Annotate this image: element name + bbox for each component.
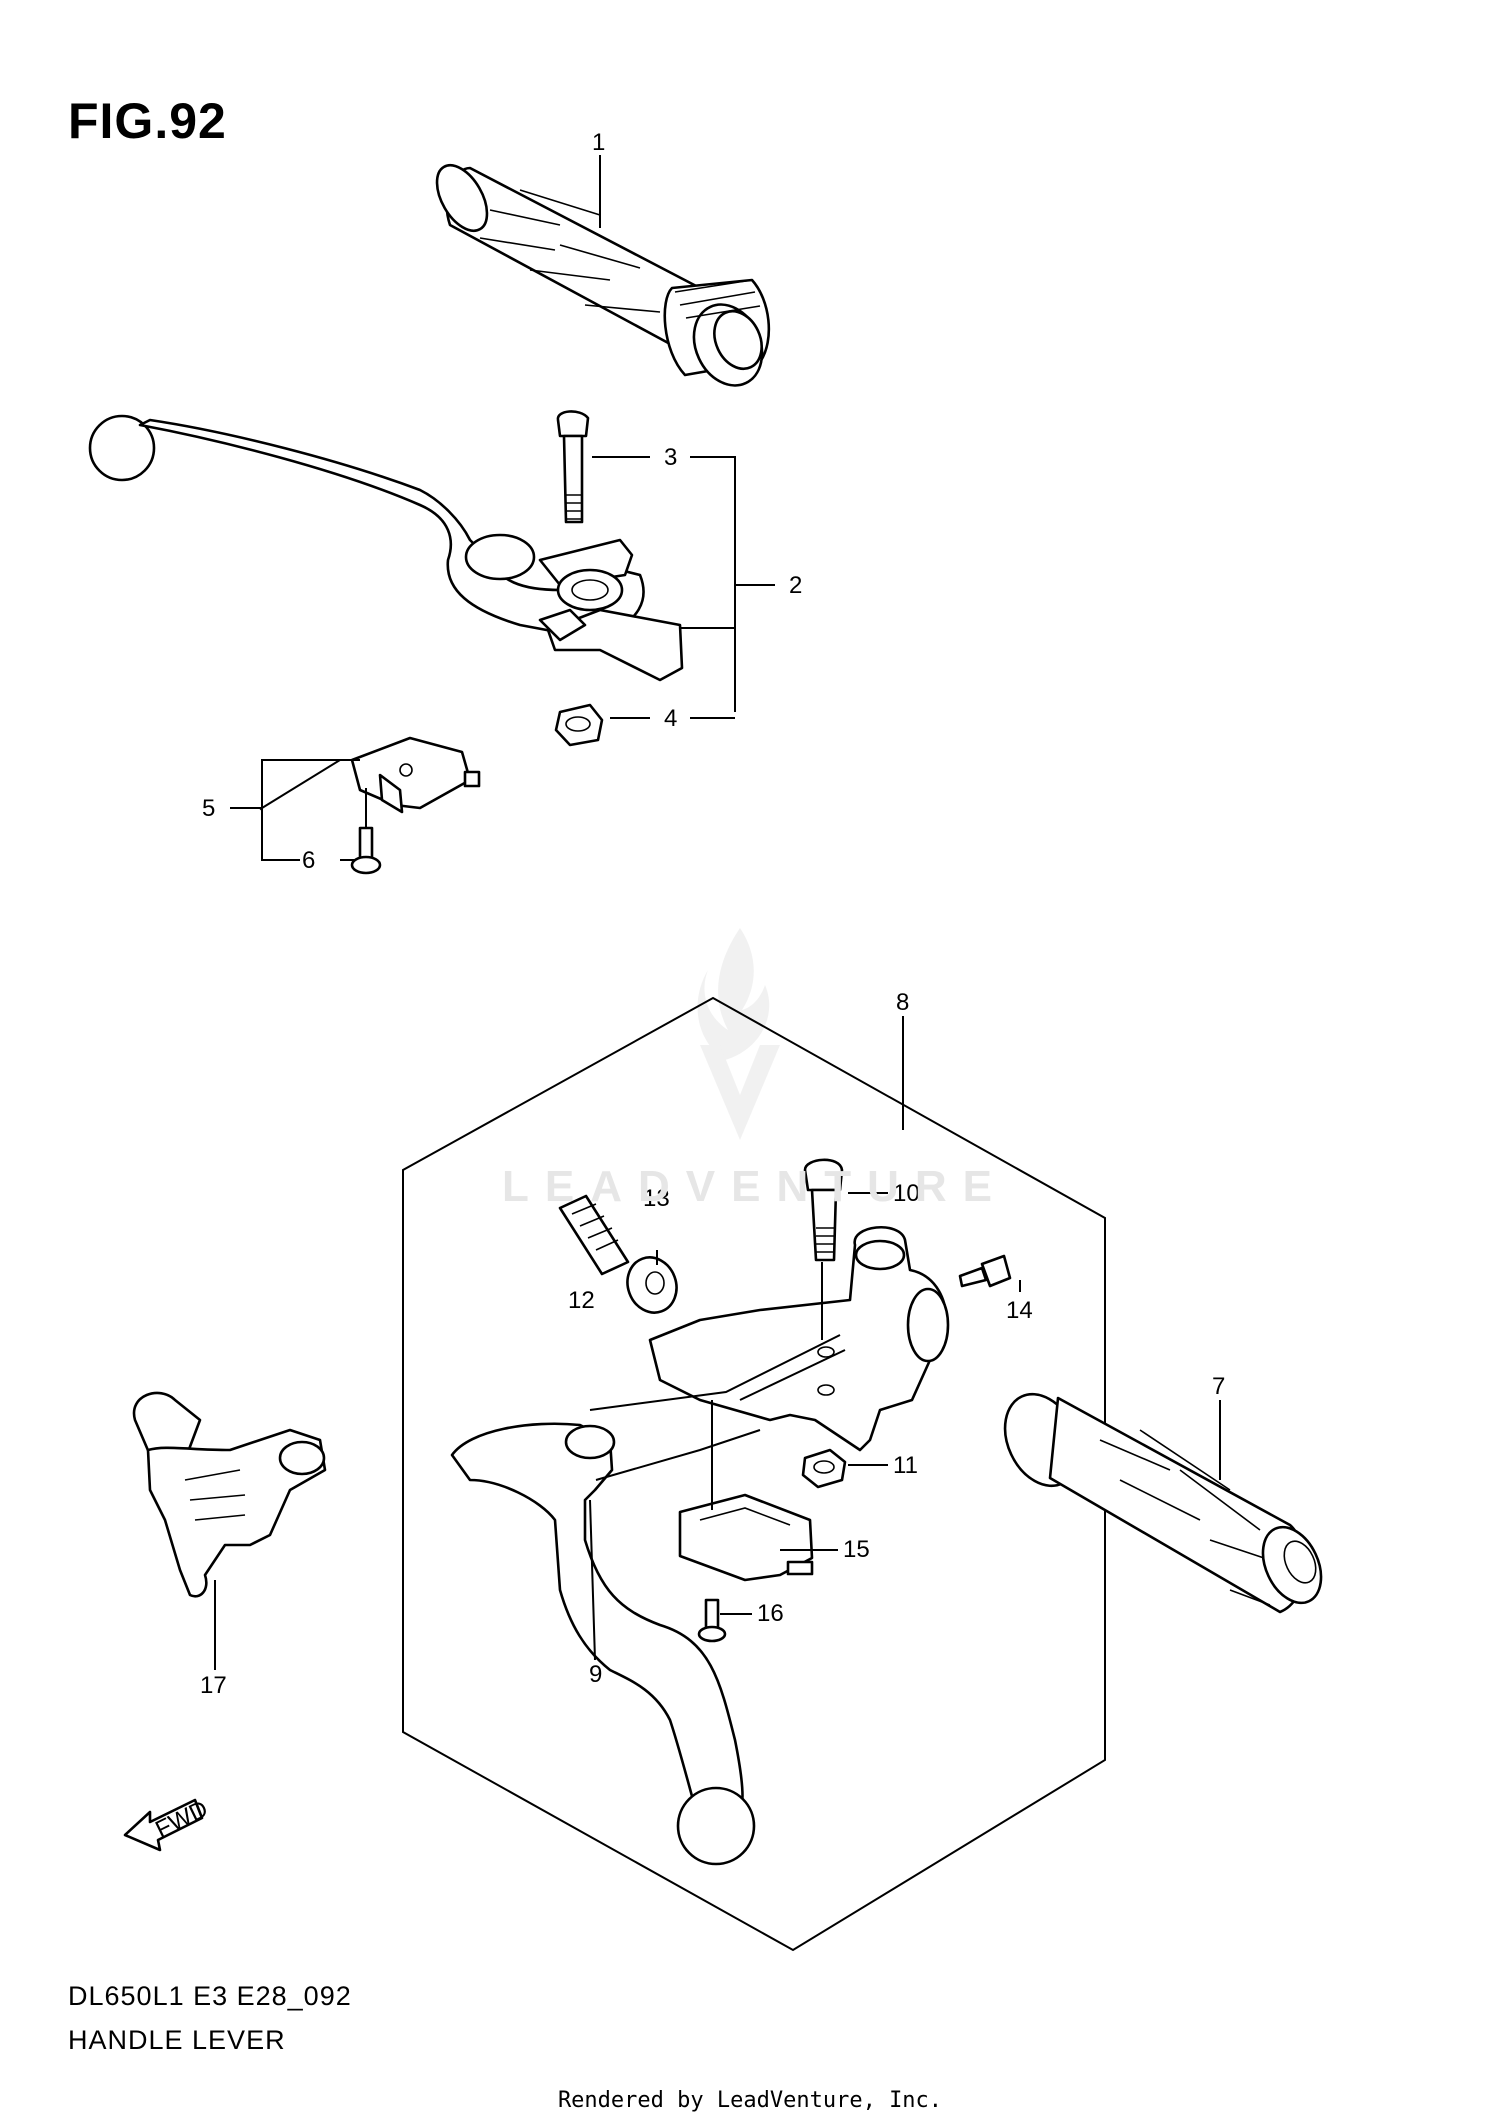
callout-17: 17 [200,1672,227,1699]
callout-1: 1 [592,129,605,156]
callout-11: 11 [893,1452,918,1479]
callout-15: 15 [843,1536,870,1563]
callout-numbers: 1 2 3 4 5 6 7 8 9 10 11 12 13 14 15 16 1… [200,129,1225,1699]
callout-5: 5 [202,795,215,822]
callout-9: 9 [589,1661,602,1688]
callout-16: 16 [757,1600,784,1627]
callout-2: 2 [789,572,802,599]
kit-frame [402,996,1106,1952]
part-choke-lever [132,1391,327,1598]
part-brake-switch [350,736,481,814]
callout-4: 4 [664,705,677,732]
callout-6: 6 [302,847,315,874]
part-left-grip [1003,1392,1323,1614]
watermark-logo-icon [697,928,780,1140]
figure-title: FIG.92 [68,93,227,149]
fwd-arrow-icon: FWD [123,1795,212,1852]
part-clutch-switch-screw [697,1598,727,1643]
part-washer [626,1256,678,1314]
callout-8: 8 [896,989,909,1016]
callout-3: 3 [664,444,677,471]
part-holder-screw [958,1254,1012,1288]
part-switch-screw [350,826,382,875]
leader-lines [214,155,1221,1670]
part-brake-lever [88,414,684,682]
watermark-text: LEADVENTURE [501,1162,1009,1211]
part-holder-nut [801,1448,847,1489]
part-lever-holder [648,1226,950,1452]
part-clutch-switch [678,1493,814,1582]
callout-13: 13 [643,1185,670,1212]
part-clutch-bolt [803,1158,844,1262]
part-adjuster [558,1194,630,1276]
part-nut [554,703,604,747]
fwd-label: FWD [151,1795,212,1843]
callout-10: 10 [893,1180,920,1207]
callout-7: 7 [1212,1373,1225,1400]
model-code: DL650L1 E3 E28_092 [68,1981,352,2011]
callout-12: 12 [568,1287,595,1314]
part-clutch-lever [450,1422,756,1866]
section-name: HANDLE LEVER [68,2025,286,2055]
part-throttle-grip [435,163,771,387]
render-credit: Rendered by LeadVenture, Inc. [557,2088,943,2113]
part-pivot-bolt [556,410,590,524]
callout-14: 14 [1006,1297,1033,1324]
